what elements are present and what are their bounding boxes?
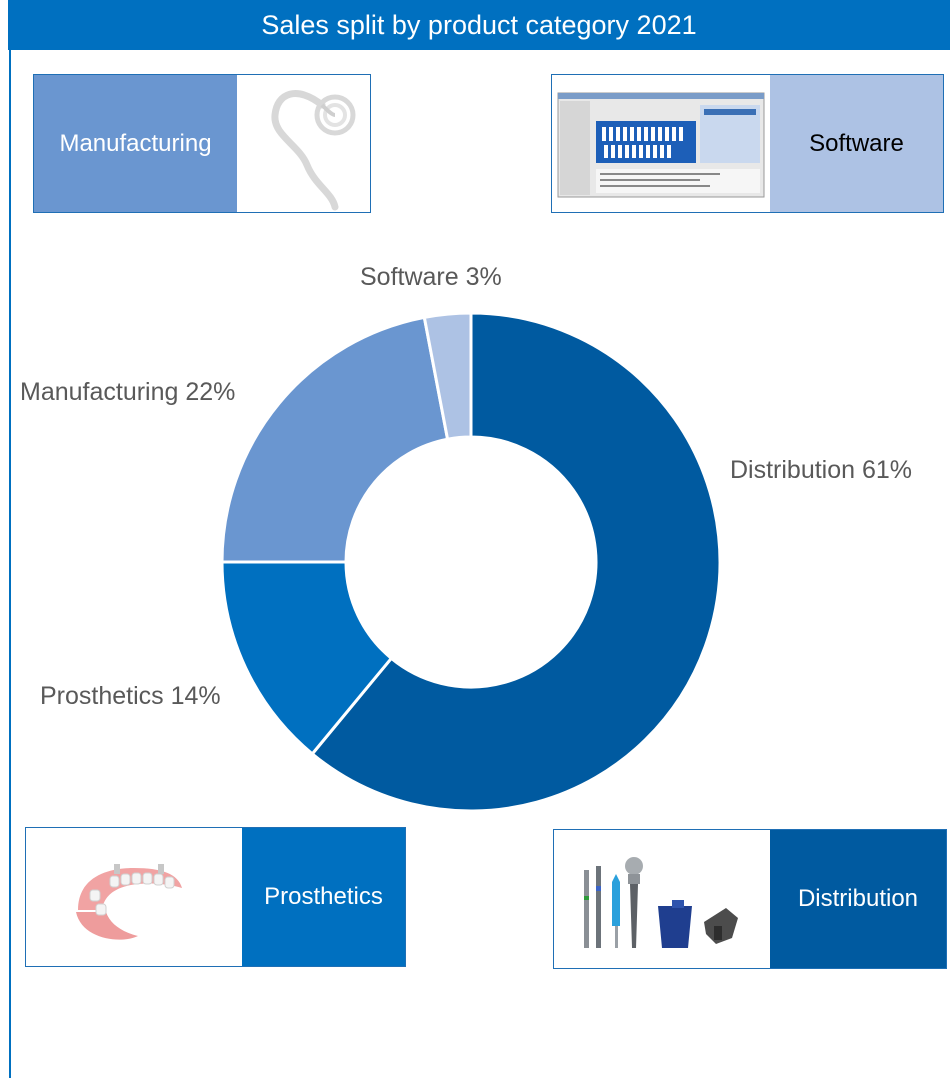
prosthetics-card: Prosthetics — [25, 827, 406, 967]
software-screenshot-image — [552, 75, 770, 212]
slice-prosthetics — [220, 560, 394, 756]
manufacturing-card: Manufacturing — [33, 74, 371, 213]
tubing-image — [237, 75, 370, 212]
software-card-label: Software — [770, 75, 943, 212]
page-title: Sales split by product category 2021 — [261, 10, 697, 40]
slice-distribution — [310, 311, 722, 813]
slice-manufacturing — [220, 315, 450, 564]
donut-slices — [220, 311, 722, 813]
label-prosthetics: Prosthetics 14% — [40, 682, 221, 710]
title-bar: Sales split by product category 2021 — [8, 0, 950, 50]
slice-software — [422, 311, 473, 441]
software-card: Software — [551, 74, 944, 213]
label-manufacturing: Manufacturing 22% — [20, 378, 235, 406]
distribution-card-label: Distribution — [770, 830, 946, 968]
distribution-card: Distribution — [553, 829, 947, 969]
label-software: Software 3% — [360, 263, 502, 291]
manufacturing-card-label: Manufacturing — [34, 75, 237, 212]
denture-image — [26, 828, 242, 966]
label-distribution: Distribution 61% — [730, 456, 912, 484]
left-border-line — [9, 50, 11, 1078]
donut-labels: Distribution 61% Prosthetics 14% Manufactu… — [20, 263, 912, 710]
dental-instruments-image — [554, 830, 770, 968]
prosthetics-card-label: Prosthetics — [242, 828, 405, 966]
